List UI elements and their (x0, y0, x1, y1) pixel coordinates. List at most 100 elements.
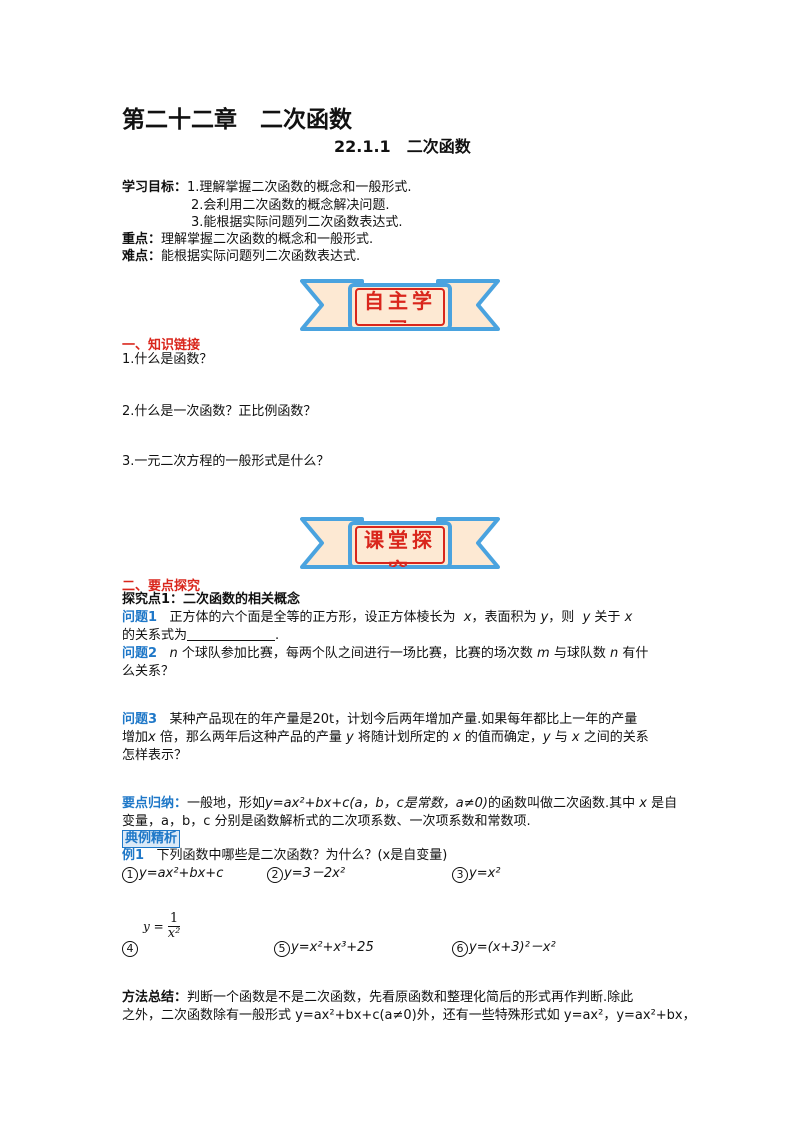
method-line1: 方法总结：判断一个函数是不是二次函数，先看原函数和整理化简后的形式再作判断.除此 (122, 988, 633, 1007)
problem-1-label: 问题1 (122, 610, 158, 625)
option-text: y=ax²+bx+c (139, 866, 224, 881)
knowledge-q3: 3.一元二次方程的一般形式是什么？ (122, 454, 330, 469)
key-point-line: 重点：理解掌握二次函数的概念和一般形式. (122, 230, 373, 249)
var-m: m (537, 646, 550, 661)
option-number: 1 (122, 867, 138, 883)
knowledge-q2: 2.什么是一次函数？正比例函数？ (122, 404, 317, 419)
difficulty-text: 能根据实际问题列二次函数表达式. (161, 249, 361, 264)
self-study-banner: 自主学习 (300, 275, 500, 337)
var-x: x (453, 730, 461, 745)
problem-3-line2: 增加x 倍，那么两年后这种产品的产量 y 将随计划所定的 x 的值而确定，y 与… (122, 728, 649, 747)
class-explore-banner: 课堂探究 (300, 513, 500, 575)
option-text: y=x²+x³+25 (291, 940, 374, 955)
example-1-text: 下列函数中哪些是二次函数？为什么？(x是自变量) (156, 848, 448, 863)
var-y: y (582, 610, 591, 625)
part1-heading: 一、知识链接 (122, 338, 201, 353)
ribbon-icon (300, 517, 500, 569)
problem-1-end: . (275, 628, 280, 643)
summary-text: 是自 (651, 796, 678, 811)
problem-2-text: 有什 (622, 646, 649, 661)
problem-1-text: 关于 (594, 610, 621, 625)
summary-text: 的函数叫做二次函数.其中 (488, 796, 636, 811)
problem-1-text: ，表面积为 (471, 610, 537, 625)
banner-text: 课堂探究 (364, 528, 436, 567)
explore-point-1: 探究点1：二次函数的相关概念 (122, 592, 301, 607)
part2-heading: 二、要点探究 (122, 579, 201, 594)
var-n: n (609, 646, 619, 661)
summary-line1: 要点归纳：一般地，形如y=ax²+bx+c(a，b，c是常数，a≠0)的函数叫做… (122, 794, 677, 813)
section-title: 22.1.1 二次函数 (334, 137, 471, 156)
option-4-y: y = (143, 919, 164, 934)
problem-2-line2: 么关系？ (122, 664, 175, 679)
summary-text: 一般地，形如 (187, 796, 266, 811)
var-x: x (463, 610, 472, 625)
problem-3-line3: 怎样表示？ (122, 748, 188, 763)
banner-text: 自主学习 (364, 289, 436, 323)
banner-text-clip: 自主学习 (300, 275, 500, 329)
var-x: x (148, 730, 156, 745)
example-1-label: 例1 (122, 848, 145, 863)
problem-2-label: 问题2 (122, 646, 158, 661)
summary-line2: 变量，a，b，c 分别是函数解析式的二次项系数、一次项系数和常数项. (122, 814, 531, 829)
ribbon-icon (300, 279, 500, 331)
problem-1-line2: 的关系式为. (122, 626, 279, 645)
problem-3-text: 与 (554, 730, 568, 745)
answer-blank[interactable] (187, 628, 276, 641)
goal-item-2: 2.会利用二次函数的概念解决问题. (191, 198, 390, 213)
summary-label: 要点归纳： (122, 796, 188, 811)
problem-3-text: 的值而确定， (464, 730, 543, 745)
key-point-label: 重点： (122, 232, 162, 247)
example-box: 典例精析 (122, 830, 181, 848)
method-text: 判断一个函数是不是二次函数，先看原函数和整理化简后的形式再作判断.除此 (187, 990, 634, 1005)
option-number: 6 (452, 941, 468, 957)
option-4: 4 (122, 938, 139, 957)
option-text: y=3－2x² (284, 866, 346, 881)
var-y: y (540, 610, 549, 625)
option-number: 3 (452, 867, 468, 883)
difficulty-line: 难点：能根据实际问题列二次函数表达式. (122, 247, 360, 266)
chapter-title: 第二十二章 二次函数 (122, 107, 352, 133)
option-text: y=(x+3)²－x² (469, 940, 556, 955)
goals-line-1: 学习目标：1.理解掌握二次函数的概念和一般形式. (122, 178, 412, 197)
var-y: y (542, 730, 551, 745)
banner-text-wrap: 课堂探究 (356, 525, 444, 567)
problem-2-line1: 问题2 n 个球队参加比赛，每两个队之间进行一场比赛，比赛的场次数 m 与球队数… (122, 644, 648, 663)
problem-3-text: 之间的关系 (583, 730, 649, 745)
option-text: y=x² (469, 866, 501, 881)
option-number: 2 (267, 867, 283, 883)
method-line2: 之外，二次函数除有一般形式 y=ax²+bx+c(a≠0)外，还有一些特殊形式如… (122, 1008, 696, 1023)
option-number: 4 (122, 941, 138, 957)
option-number: 5 (274, 941, 290, 957)
problem-3-label: 问题3 (122, 712, 158, 727)
problem-2-text: 与球队数 (553, 646, 606, 661)
difficulty-label: 难点： (122, 249, 162, 264)
example-1-line: 例1 下列函数中哪些是二次函数？为什么？(x是自变量) (122, 846, 447, 865)
fraction: 1 x² (167, 912, 181, 941)
knowledge-q1: 1.什么是函数？ (122, 352, 213, 367)
var-x: x (571, 730, 580, 745)
var-y: y (346, 730, 354, 745)
option-4-formula: y = 1 x² (143, 912, 181, 941)
problem-1-text: 的关系式为 (122, 628, 188, 643)
problem-1-text: ，则 (548, 610, 575, 625)
summary-formula: y=ax²+bx+c(a，b，c是常数，a≠0) (265, 796, 489, 811)
goals-label: 学习目标： (122, 180, 188, 195)
goal-item-3: 3.能根据实际问题列二次函数表达式. (191, 215, 403, 230)
fraction-denominator: x² (167, 926, 181, 941)
var-x: x (639, 796, 647, 811)
var-x: x (624, 610, 633, 625)
problem-1-text: 正方体的六个面是全等的正方形，设正方体棱长为 (169, 610, 456, 625)
fraction-numerator: 1 (167, 912, 181, 927)
example-box-title: 典例精析 (122, 830, 181, 848)
method-label: 方法总结： (122, 990, 188, 1005)
problem-1-line1: 问题1 正方体的六个面是全等的正方形，设正方体棱长为 x，表面积为 y，则 y … (122, 608, 632, 627)
problem-3-text: 将随计划所定的 (357, 730, 449, 745)
banner-text-wrap: 自主学习 (356, 287, 444, 323)
problem-3-text: 倍，那么两年后这种产品的产量 (159, 730, 342, 745)
problem-3-text: 增加 (122, 730, 149, 745)
